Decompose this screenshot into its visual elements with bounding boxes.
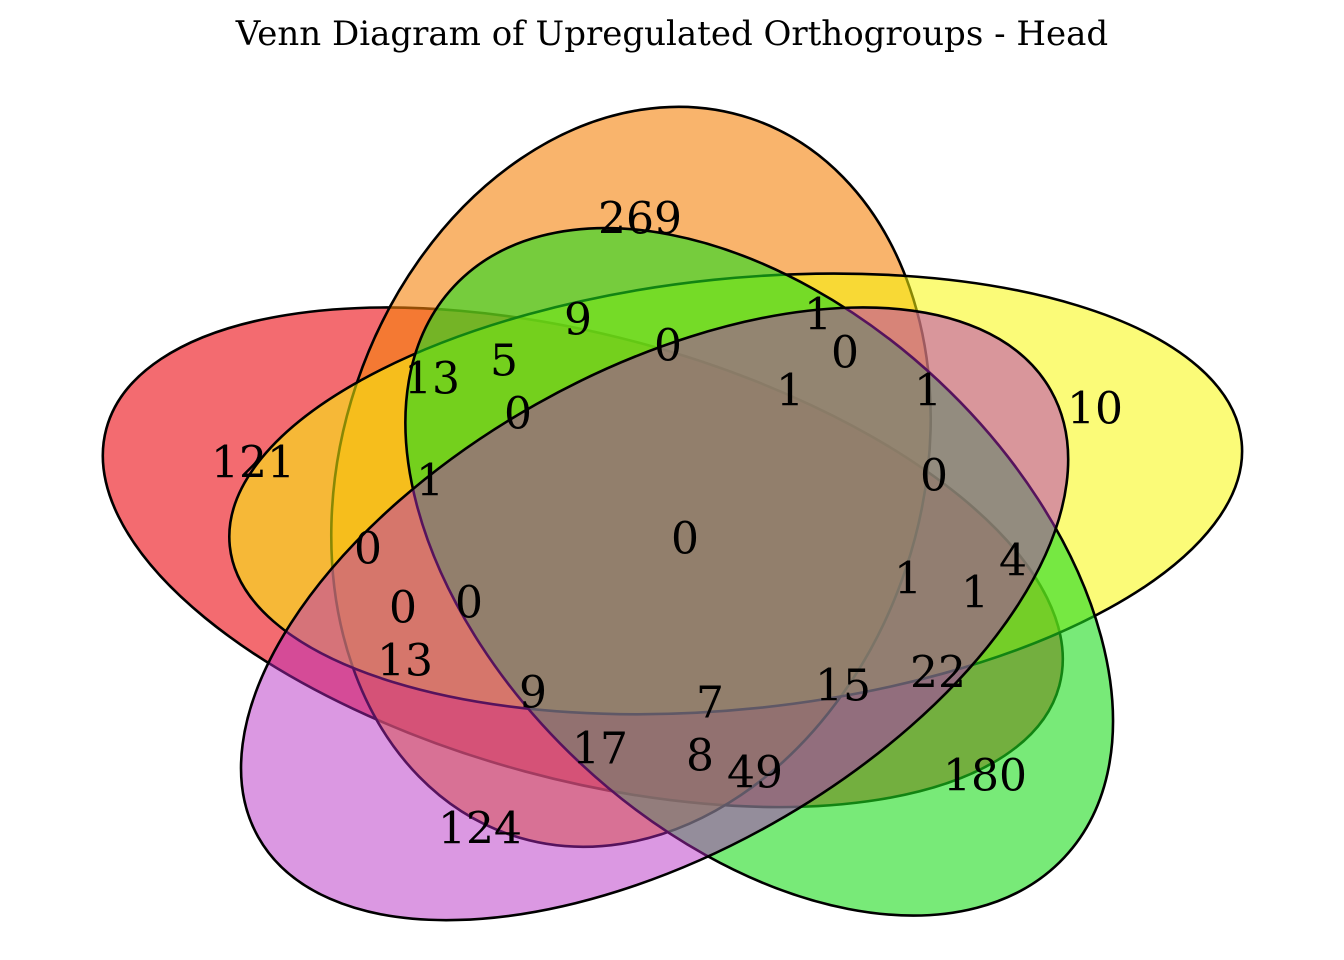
ellipse-green	[404, 226, 1115, 917]
region-count-green: 180	[943, 750, 1027, 801]
region-count-red-orange: 13	[404, 353, 460, 404]
region-count-red-yellow-green-purple: 1	[894, 553, 922, 604]
region-count-green-purple: 49	[727, 747, 783, 798]
ellipse-purple	[239, 306, 1070, 922]
region-count-red: 121	[211, 437, 295, 488]
region-count-orange: 269	[598, 193, 682, 244]
region-count-orange-yellow-purple: 0	[831, 327, 859, 378]
ellipses-layer	[101, 105, 1244, 922]
region-count-yellow: 10	[1067, 383, 1123, 434]
region-count-yellow-purple: 1	[914, 365, 942, 416]
region-count-red-orange-yellow-purple: 0	[455, 577, 483, 628]
region-count-purple: 124	[438, 803, 522, 854]
region-count-red-yellow-green: 1	[961, 567, 989, 618]
region-count-yellow-green: 4	[999, 535, 1027, 586]
region-count-red-orange-green-purple: 7	[696, 677, 724, 728]
region-count-orange-green-purple: 8	[686, 730, 714, 781]
region-count-red-yellow-purple: 0	[389, 582, 417, 633]
region-count-red-green-purple: 15	[815, 660, 871, 711]
region-count-red-purple: 13	[377, 635, 433, 686]
chart-title: Venn Diagram of Upregulated Orthogroups …	[235, 14, 1108, 54]
region-count-red-orange-green: 5	[490, 335, 518, 386]
region-count-red-orange-yellow: 1	[416, 455, 444, 506]
region-count-orange-green: 9	[564, 294, 592, 345]
region-count-yellow-green-purple: 0	[920, 450, 948, 501]
region-count-red-orange-purple: 9	[519, 667, 547, 718]
region-count-red-orange-yellow-green: 0	[504, 388, 532, 439]
region-count-orange-yellow: 1	[804, 289, 832, 340]
region-count-orange-yellow-green: 0	[654, 320, 682, 371]
region-count-red-yellow: 0	[354, 523, 382, 574]
region-count-orange-yellow-green-purple: 1	[776, 365, 804, 416]
region-count-red-green: 22	[910, 647, 966, 698]
region-count-red-orange-yellow-green-purple: 0	[671, 513, 699, 564]
region-count-orange-purple: 17	[572, 723, 628, 774]
